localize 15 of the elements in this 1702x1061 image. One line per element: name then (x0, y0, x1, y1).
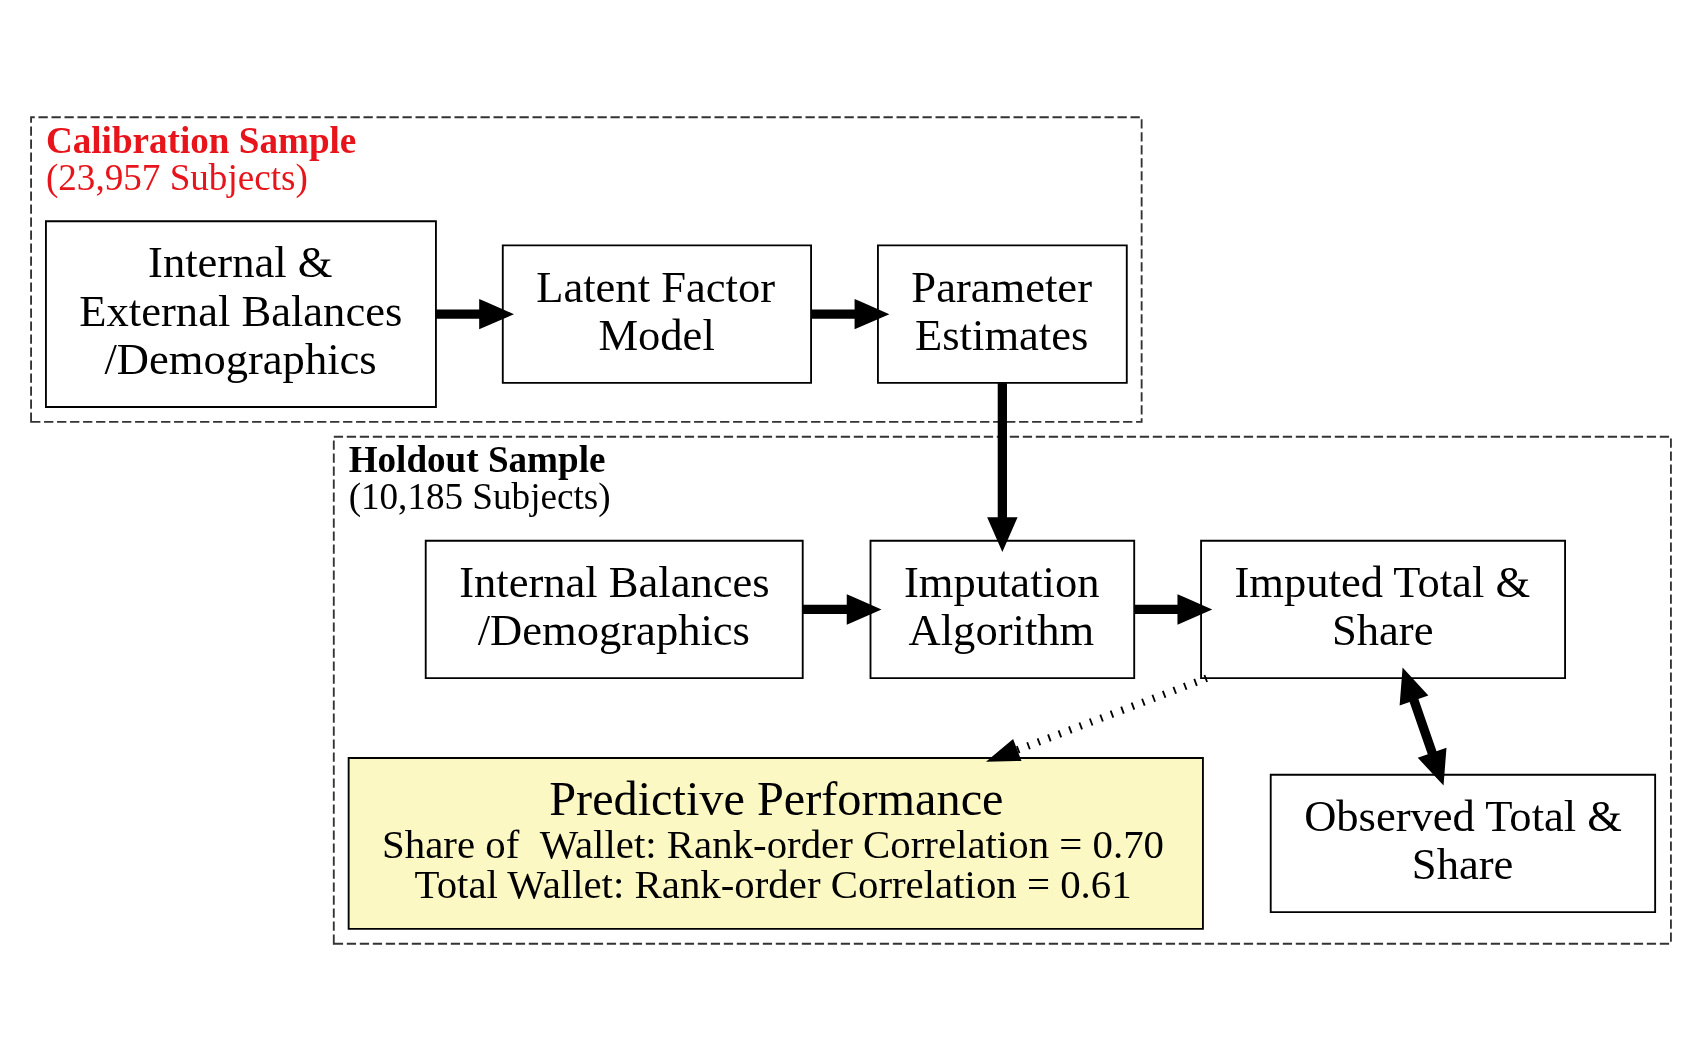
node-box: Latent Factor Model (501, 244, 812, 384)
node-box: Internal Balances /Demographics (424, 539, 804, 680)
node-box: Observed Total & Share (1269, 773, 1657, 914)
arrow (987, 382, 1018, 553)
node-box: Imputed Total & Share (1200, 539, 1566, 680)
arrow (802, 594, 882, 625)
arrow (1399, 667, 1447, 786)
node-box: Parameter Estimates (877, 244, 1128, 384)
arrow (435, 298, 514, 330)
arrow (985, 674, 1208, 762)
arrow (811, 298, 890, 330)
node-box: Internal & External Balances /Demographics (45, 220, 437, 408)
node-box: Imputation Algorithm (869, 539, 1136, 680)
arrow (1134, 594, 1213, 625)
node-box: Predictive Performance Share of Wallet: Rank-order Correlation = 0.70 Total Wallet: Rank-order Correlation = 0.61 (347, 757, 1204, 930)
